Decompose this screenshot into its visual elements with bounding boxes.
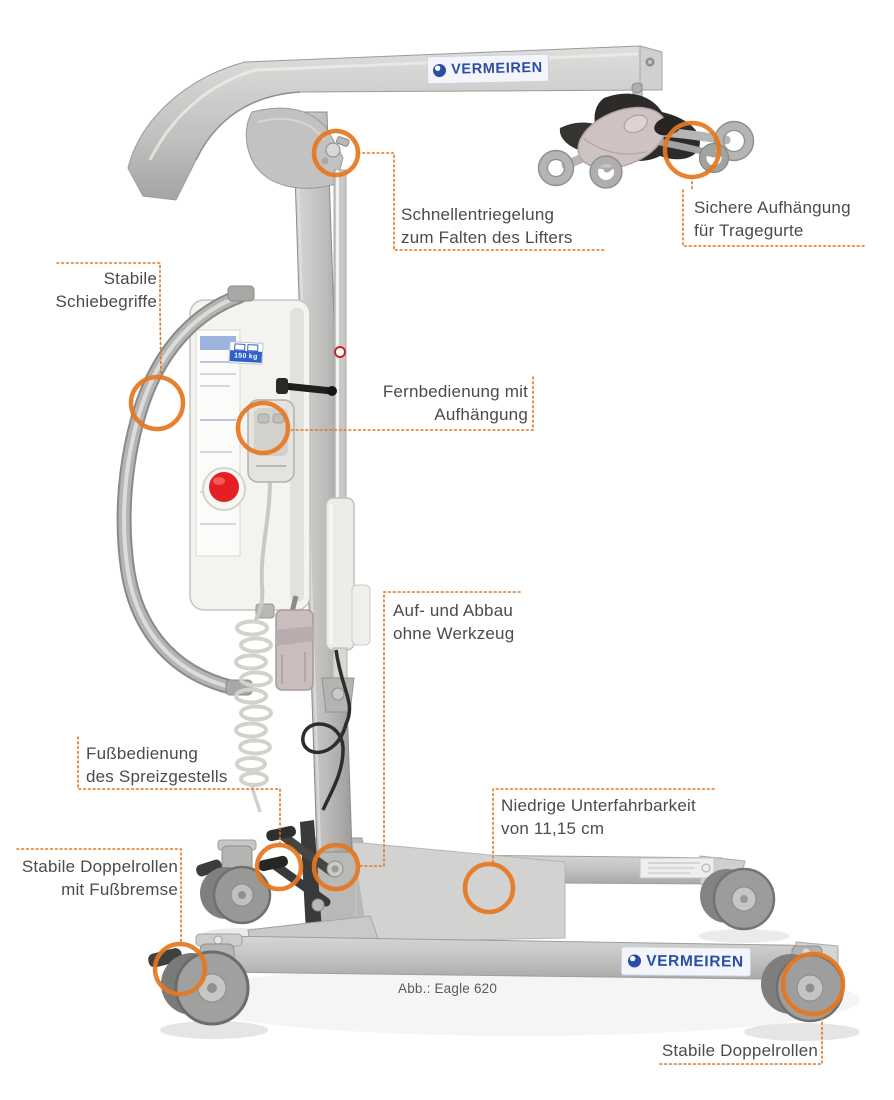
circle-casters bbox=[780, 951, 846, 1017]
caster-front-left bbox=[148, 933, 250, 1026]
battery-pouch bbox=[275, 595, 314, 691]
callout-quick-release: Schnellentriegelung zum Falten des Lifte… bbox=[401, 205, 573, 248]
leader-casters-brake bbox=[16, 848, 182, 944]
highlight-circles bbox=[128, 120, 846, 1017]
sling-pad bbox=[577, 106, 667, 170]
circle-sling-suspension bbox=[662, 120, 722, 180]
leader-foot-pedal bbox=[77, 736, 281, 845]
leader-tool-free bbox=[358, 591, 521, 867]
circle-casters-brake bbox=[152, 941, 208, 997]
callout-push-handles: Stabile Schiebegriffe bbox=[55, 269, 157, 312]
remote-holder bbox=[351, 584, 371, 646]
foot-pedals bbox=[258, 820, 344, 934]
leader-low-clearance bbox=[492, 788, 715, 864]
quick-release-latch bbox=[321, 136, 350, 165]
leader-casters bbox=[659, 1012, 823, 1065]
circle-remote-control bbox=[235, 400, 291, 456]
floor-shadow bbox=[160, 928, 860, 1041]
figure-caption: Abb.: Eagle 620 bbox=[398, 981, 498, 996]
callout-low-clearance: Niedrige Unterfahrbarkeit von 11,15 cm bbox=[501, 796, 696, 839]
leader-lines bbox=[16, 152, 865, 1065]
circle-foot-pedal bbox=[254, 842, 304, 892]
caster-rear-right bbox=[700, 867, 776, 931]
leader-quick-release bbox=[357, 152, 605, 251]
callout-foot-pedal: Fußbedienung des Spreizgestells bbox=[86, 744, 228, 787]
callout-casters-brake: Stabile Doppelrollen mit Fußbremse bbox=[21, 857, 178, 900]
callout-casters: Stabile Doppelrollen bbox=[661, 1041, 818, 1060]
leader-push-handles bbox=[56, 262, 162, 377]
circle-push-handles bbox=[128, 374, 186, 432]
caster-rear-left bbox=[196, 839, 272, 925]
emergency-stop-button bbox=[202, 467, 246, 511]
circle-low-clearance bbox=[462, 861, 516, 915]
callout-sling-suspension: Sichere Aufhängung für Tragegurte bbox=[694, 198, 851, 241]
warning-sticker bbox=[334, 346, 346, 358]
leader-remote-control bbox=[289, 376, 534, 431]
power-cable bbox=[301, 649, 352, 811]
spiral-cable bbox=[234, 619, 273, 813]
leader-sling-suspension bbox=[682, 176, 865, 247]
side-sticker bbox=[195, 329, 241, 557]
callout-tool-free-assembly: Auf- und Abbau ohne Werkzeug bbox=[393, 601, 515, 644]
callout-remote-control: Fernbedienung mit Aufhängung bbox=[382, 382, 528, 425]
circle-tool-free bbox=[311, 842, 361, 892]
release-lever bbox=[280, 382, 336, 395]
spreader-bar bbox=[537, 82, 755, 189]
actuator bbox=[321, 169, 371, 713]
control-box bbox=[189, 299, 337, 619]
circle-quick-release bbox=[311, 128, 361, 178]
